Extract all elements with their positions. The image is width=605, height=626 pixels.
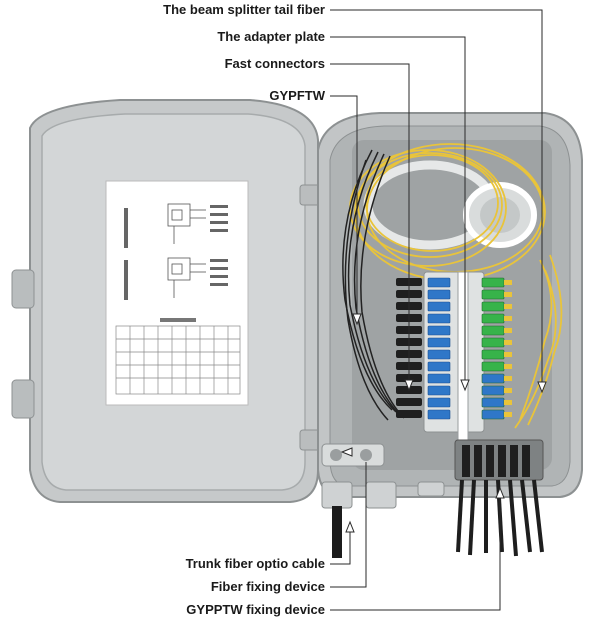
fiber-fixing-device	[321, 443, 385, 467]
gypptw-fixing-clamps	[454, 439, 544, 481]
callout-fast-connectors: Fast connectors	[224, 56, 325, 71]
fiber-storage-rings	[363, 160, 537, 250]
callout-adapter-plate: The adapter plate	[217, 29, 325, 44]
callout-trunk-fiber-cable: Trunk fiber optio cable	[185, 556, 325, 571]
callout-leader-lines	[330, 9, 543, 611]
callout-arrowheads	[340, 313, 547, 533]
callout-beam-splitter-tail-fiber: The beam splitter tail fiber	[163, 2, 325, 17]
fast-connectors	[396, 278, 422, 418]
wiring-diagram-label	[105, 180, 249, 406]
cable-glands	[321, 481, 445, 509]
callout-fiber-fixing-device: Fiber fixing device	[210, 579, 325, 594]
adapter-plate	[423, 271, 512, 445]
callout-gypptw-fixing-device: GYPPTW fixing device	[186, 602, 325, 617]
gypftw-drop-cables	[342, 149, 405, 421]
trunk-fiber-cable	[332, 506, 342, 558]
callout-gypftw: GYPFTW	[269, 88, 325, 103]
